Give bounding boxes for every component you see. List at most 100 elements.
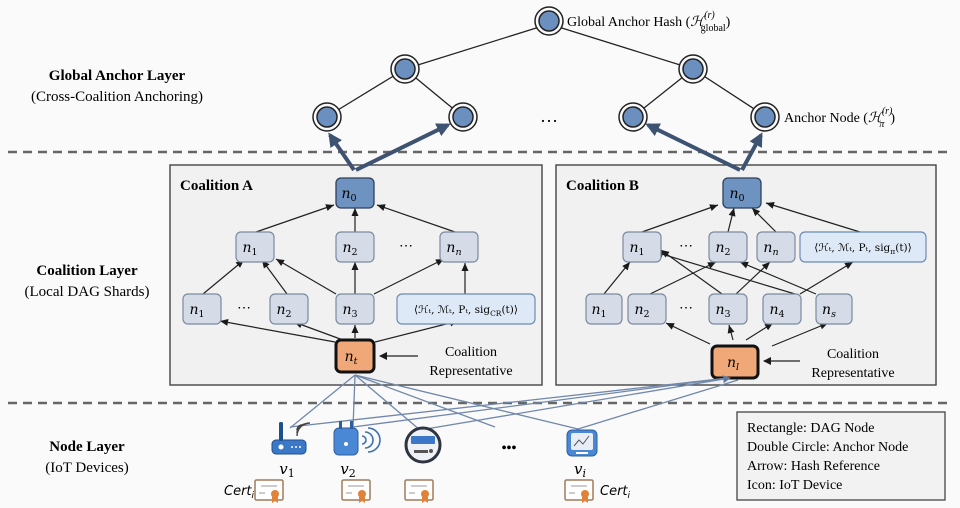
certificate-icon <box>341 479 371 503</box>
coalition-b-representative-node[interactable]: nl <box>710 344 760 380</box>
coalition-a-rep-label-2: Representative <box>429 364 512 379</box>
svg-text:⟨ℋₜ, ℳₜ, Pₜ, sigCR(t)⟩: ⟨ℋₜ, ℳₜ, Pₜ, sigCR(t)⟩ <box>414 304 518 318</box>
svg-text:nn: nn <box>763 240 778 258</box>
node-layer-title: Node Layer <box>49 439 125 455</box>
router-icon[interactable] <box>271 422 311 455</box>
node-layer-subtitle: (IoT Devices) <box>45 460 128 476</box>
coalition-a-n0[interactable]: n0 <box>335 177 375 209</box>
svg-text:n0: n0 <box>341 186 356 204</box>
svg-text:⟨ℋₜ, ℳₜ, Pₜ, sigπ(t)⟩: ⟨ℋₜ, ℳₜ, Pₜ, sigπ(t)⟩ <box>814 242 911 256</box>
global-layer-subtitle: (Cross-Coalition Anchoring) <box>31 89 203 105</box>
device-v2-label: v2 <box>340 460 355 480</box>
coalition-b-mid-n1[interactable]: n1 <box>622 231 662 263</box>
svg-text:n1: n1 <box>242 240 257 258</box>
coalition-layer-title: Coalition Layer <box>36 263 138 279</box>
svg-text:n2: n2 <box>715 240 730 258</box>
arrowhead <box>764 323 773 331</box>
sensor-tablet-icon[interactable] <box>566 429 598 457</box>
arrowhead <box>325 204 334 211</box>
certificate-icon <box>564 479 594 503</box>
coalition-b-low-ellipsis: ⋯ <box>679 301 693 316</box>
arrowhead <box>740 261 749 269</box>
coalition-b-low-ns[interactable]: ns <box>815 293 853 325</box>
coalition-b-mid-n2[interactable]: n2 <box>708 231 748 263</box>
coalition-b-low-n3[interactable]: n3 <box>708 293 748 325</box>
anchor-node-leaf-2[interactable] <box>448 102 478 132</box>
svg-text:n2: n2 <box>342 240 357 258</box>
coalition-b-mid-ellipsis: ⋯ <box>679 239 693 254</box>
arrowhead <box>220 318 229 326</box>
legend-item-rectangle: Rectangle: DAG Node <box>747 421 875 436</box>
arrowhead <box>709 204 718 211</box>
svg-text:nl: nl <box>727 355 739 373</box>
coalition-a-tuple-node[interactable]: ⟨ℋₜ, ℳₜ, Pₜ, sigCR(t)⟩ <box>396 293 536 325</box>
cert-label-v1: Certi <box>224 484 255 501</box>
coalition-b-low-n2[interactable]: n2 <box>627 293 667 325</box>
legend-item-arrow: Arrow: Hash Reference <box>747 459 880 474</box>
coalition-b-rep-label-1: Coalition <box>827 347 879 362</box>
arrowhead <box>351 208 359 216</box>
arrowhead <box>622 262 630 271</box>
device-v1-label: v1 <box>279 460 294 480</box>
arrowhead <box>766 202 775 209</box>
coalition-a-low-n1[interactable]: n1 <box>182 293 222 325</box>
certificate-icon <box>404 479 434 503</box>
coalition-b-title: Coalition B <box>566 178 639 194</box>
svg-text:ns: ns <box>822 302 836 320</box>
device-links <box>289 374 739 431</box>
coalition-b-mid-nn[interactable]: nn <box>756 231 796 263</box>
coalition-a-mid-ellipsis: ⋯ <box>399 239 413 254</box>
arrowhead <box>351 262 359 270</box>
coalition-a-mid-nn[interactable]: nn <box>439 231 479 263</box>
svg-text:n4: n4 <box>769 302 784 320</box>
legend-item-icon: Icon: IoT Device <box>747 478 842 493</box>
anchor-node-left-inner[interactable] <box>390 54 420 84</box>
device-ellipsis: ••• <box>502 441 517 456</box>
coalition-b-tuple-node[interactable]: ⟨ℋₜ, ℳₜ, Pₜ, sigπ(t)⟩ <box>799 231 927 263</box>
arrowhead <box>728 208 736 217</box>
coalition-a-representative-node[interactable]: nt <box>334 338 376 374</box>
coalition-b-n0[interactable]: n0 <box>722 177 762 209</box>
coalition-a-rep-label-1: Coalition <box>445 345 497 360</box>
svg-text:n1: n1 <box>189 302 204 320</box>
arrowhead <box>761 262 770 271</box>
cert-label-vi: Certi <box>600 484 631 501</box>
smart-meter-icon[interactable] <box>404 426 442 464</box>
svg-text:n1: n1 <box>591 302 606 320</box>
anchor-commit-arrows <box>328 123 763 172</box>
coalition-b-low-n1[interactable]: n1 <box>585 293 623 325</box>
coalition-a-low-n3[interactable]: n3 <box>335 293 375 325</box>
coalition-a-edges <box>202 204 466 343</box>
anchor-node-leaf-3[interactable] <box>618 102 648 132</box>
global-anchor-hash-label: Global Anchor Hash (ℋ(r)global) <box>567 10 731 34</box>
coalition-a-low-ellipsis: ⋯ <box>237 301 251 316</box>
device-vi-label: vi <box>574 460 586 480</box>
coalition-b-rep-label-2: Representative <box>811 366 894 381</box>
global-tree-ellipsis: … <box>540 106 558 126</box>
certificate-icon <box>254 479 284 503</box>
anchor-node-root[interactable] <box>534 6 564 36</box>
coalition-a-mid-n2[interactable]: n2 <box>335 231 375 263</box>
coalition-a-low-n2[interactable]: n2 <box>269 293 309 325</box>
svg-text:nn: nn <box>446 240 461 258</box>
arrowhead <box>666 323 675 330</box>
smart-plug-icon[interactable] <box>333 421 381 456</box>
certificates <box>254 479 594 503</box>
arrowhead <box>276 259 285 267</box>
svg-text:n1: n1 <box>629 240 644 258</box>
arrowhead <box>461 263 469 271</box>
anchor-node-right-inner[interactable] <box>678 54 708 84</box>
arrowhead <box>727 325 735 334</box>
anchor-node-leaf-4[interactable] <box>750 102 780 132</box>
legend-item-double-circle: Double Circle: Anchor Node <box>747 440 908 455</box>
coalition-b-low-n4[interactable]: n4 <box>762 293 802 325</box>
coalition-layer-subtitle: (Local DAG Shards) <box>25 284 150 300</box>
arrowhead <box>752 208 761 217</box>
coalition-a-title: Coalition A <box>180 178 253 194</box>
anchor-node-leaf-1[interactable] <box>312 102 342 132</box>
legend: Rectangle: DAG Node Double Circle: Ancho… <box>736 411 946 501</box>
coalition-a-mid-n1[interactable]: n1 <box>235 231 275 263</box>
svg-text:n2: n2 <box>634 302 649 320</box>
arrowhead <box>377 204 386 211</box>
